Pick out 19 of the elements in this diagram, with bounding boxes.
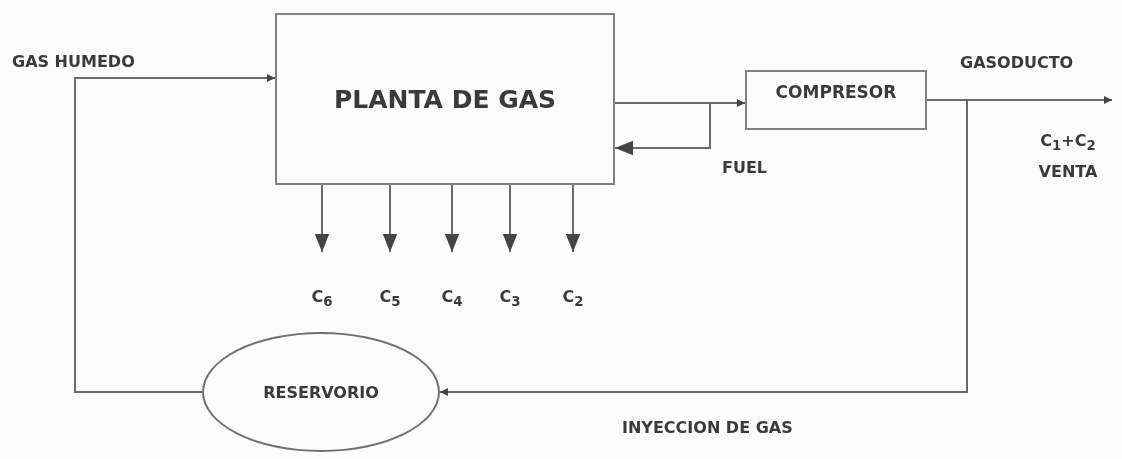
arrow — [439, 99, 968, 396]
process-box — [275, 13, 615, 185]
node-label: COMPRESOR — [775, 82, 897, 102]
arrow — [502, 184, 518, 253]
arrow — [565, 184, 581, 253]
arrow — [314, 184, 330, 253]
product-label: C$_{2}$ — [562, 286, 584, 310]
product-label: C$_{4}$ — [441, 286, 463, 310]
arrow — [614, 102, 711, 156]
node-label: RESERVORIO — [263, 382, 379, 402]
product-label: C$_{3}$ — [499, 286, 521, 310]
node-label: PLANTA DE GAS — [333, 84, 557, 114]
arrow — [444, 184, 460, 253]
arrow — [74, 74, 276, 393]
arrow — [382, 184, 398, 253]
product-label: C$_{6}$ — [311, 286, 333, 310]
process-box — [745, 70, 927, 130]
product-label: C$_{5}$ — [379, 286, 401, 310]
reservoir-ellipse — [202, 332, 440, 452]
